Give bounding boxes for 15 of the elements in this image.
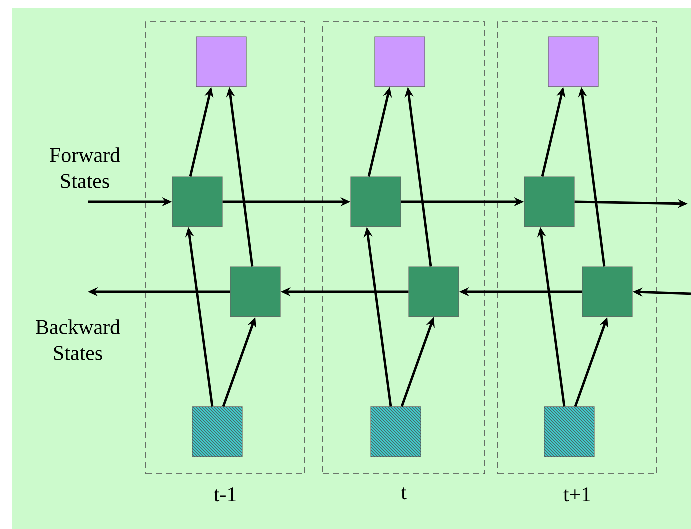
output-box: [374, 36, 426, 88]
backward-state-box: [582, 266, 633, 318]
forward-state-box: [524, 176, 575, 228]
state-label: Backward States: [36, 320, 120, 360]
backward-state-box: [408, 266, 460, 318]
forward-state-box: [172, 176, 223, 228]
time-step-label: t: [401, 488, 407, 500]
output-box: [548, 36, 599, 88]
time-step-label: t-1: [214, 488, 236, 502]
state-label: Forward States: [50, 148, 120, 188]
forward-state-box: [350, 176, 402, 228]
output-box: [196, 36, 247, 88]
backward-state-box: [230, 266, 281, 318]
time-step-label: t+1: [564, 488, 590, 502]
input-box: [370, 406, 422, 458]
